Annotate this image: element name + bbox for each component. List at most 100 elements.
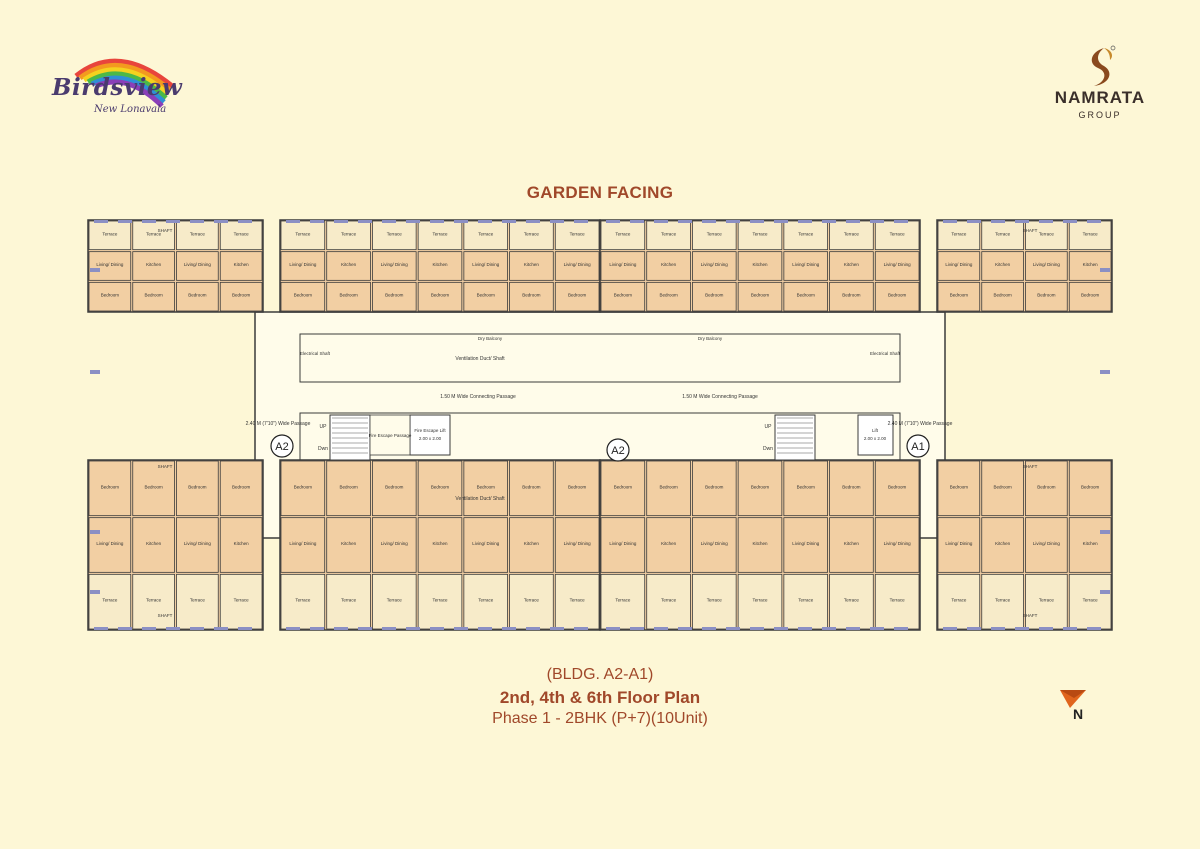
window bbox=[726, 220, 740, 223]
room bbox=[219, 251, 263, 281]
room-label: Living/ Dining bbox=[564, 262, 592, 267]
window bbox=[846, 627, 860, 630]
room-label: Kitchen bbox=[146, 541, 162, 546]
room bbox=[874, 220, 920, 251]
room-label: Terrace bbox=[295, 231, 311, 236]
room-label: Living/ Dining bbox=[701, 541, 729, 546]
window bbox=[550, 627, 564, 630]
room-label: Bedroom bbox=[188, 484, 207, 489]
room-label: Terrace bbox=[190, 231, 206, 236]
room bbox=[88, 517, 132, 573]
room-label: Kitchen bbox=[752, 262, 768, 267]
room bbox=[874, 281, 920, 312]
room bbox=[463, 251, 508, 281]
room-label: Bedroom bbox=[232, 293, 251, 298]
room bbox=[783, 460, 828, 517]
room-label: Terrace bbox=[478, 598, 494, 603]
window bbox=[166, 220, 180, 223]
window bbox=[358, 627, 372, 630]
room-label: Bedroom bbox=[144, 293, 163, 298]
room-label: Living/ Dining bbox=[884, 262, 912, 267]
room bbox=[783, 281, 828, 312]
room-label: Bedroom bbox=[705, 293, 724, 298]
room bbox=[1025, 460, 1068, 517]
room-label: Bedroom bbox=[1037, 484, 1056, 489]
window bbox=[190, 627, 204, 630]
window bbox=[606, 627, 620, 630]
window bbox=[478, 220, 492, 223]
room bbox=[509, 573, 554, 630]
window bbox=[1087, 220, 1101, 223]
room-label: Living/ Dining bbox=[1033, 262, 1061, 267]
room-label: Terrace bbox=[707, 231, 723, 236]
room-label: Terrace bbox=[752, 598, 768, 603]
window bbox=[90, 268, 100, 272]
room bbox=[463, 281, 508, 312]
window bbox=[90, 370, 100, 374]
window bbox=[967, 627, 981, 630]
room-label: Kitchen bbox=[234, 541, 250, 546]
window bbox=[654, 627, 668, 630]
room-label: Terrace bbox=[707, 598, 723, 603]
room bbox=[372, 517, 417, 573]
window bbox=[630, 627, 644, 630]
room bbox=[176, 517, 219, 573]
room bbox=[132, 251, 175, 281]
room bbox=[176, 251, 219, 281]
room-label: Kitchen bbox=[844, 262, 860, 267]
window bbox=[502, 220, 516, 223]
window bbox=[574, 220, 588, 223]
room-label: Terrace bbox=[844, 598, 860, 603]
room bbox=[463, 220, 508, 251]
room-label: Bedroom bbox=[888, 293, 907, 298]
window bbox=[822, 220, 836, 223]
room-label: Terrace bbox=[387, 598, 403, 603]
room-label: Terrace bbox=[951, 598, 967, 603]
room-label: Terrace bbox=[341, 231, 357, 236]
room-label: Terrace bbox=[1039, 231, 1055, 236]
room bbox=[692, 517, 737, 573]
room bbox=[509, 251, 554, 281]
room bbox=[737, 517, 783, 573]
window bbox=[166, 627, 180, 630]
window bbox=[90, 590, 100, 594]
room-label: Terrace bbox=[432, 231, 448, 236]
room-label: Living/ Dining bbox=[945, 541, 973, 546]
window bbox=[430, 627, 444, 630]
room-label: Bedroom bbox=[431, 484, 450, 489]
room bbox=[783, 517, 828, 573]
room bbox=[1025, 281, 1068, 312]
room bbox=[692, 281, 737, 312]
fire-lift-label: Fire Escape Lift bbox=[414, 428, 446, 433]
room bbox=[1025, 220, 1068, 251]
shaft-label: SHAFT bbox=[158, 228, 173, 233]
room bbox=[829, 251, 874, 281]
room bbox=[692, 573, 737, 630]
window bbox=[967, 220, 981, 223]
window bbox=[190, 220, 204, 223]
room-label: Terrace bbox=[387, 231, 403, 236]
window bbox=[870, 627, 884, 630]
room bbox=[280, 281, 326, 312]
room-label: Kitchen bbox=[1083, 262, 1099, 267]
room bbox=[783, 220, 828, 251]
room-label: Bedroom bbox=[188, 293, 207, 298]
room-label: Living/ Dining bbox=[945, 262, 973, 267]
room bbox=[937, 517, 981, 573]
upper-corridor bbox=[299, 333, 901, 383]
room-label: Terrace bbox=[615, 598, 631, 603]
window bbox=[750, 627, 764, 630]
room-label: Living/ Dining bbox=[884, 541, 912, 546]
room bbox=[1068, 251, 1112, 281]
connecting-passage-label: 1.50 M Wide Connecting Passage bbox=[682, 394, 758, 400]
room-label: Kitchen bbox=[1083, 541, 1099, 546]
room-label: Kitchen bbox=[341, 262, 357, 267]
room-label: Bedroom bbox=[568, 293, 587, 298]
window bbox=[334, 627, 348, 630]
room-label: Bedroom bbox=[842, 484, 861, 489]
ventilation-shaft-label: Ventilation Duct/ Shaft bbox=[455, 356, 505, 362]
room bbox=[372, 220, 417, 251]
room-label: Kitchen bbox=[234, 262, 250, 267]
room bbox=[554, 220, 600, 251]
namrata-swirl-icon bbox=[1091, 45, 1116, 86]
